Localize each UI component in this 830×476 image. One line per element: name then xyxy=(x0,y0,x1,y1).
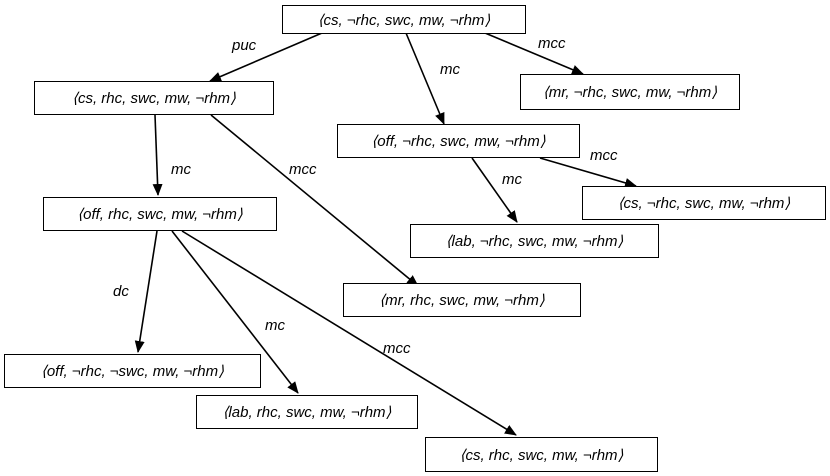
state-node-mr-not-rhc: ⟨mr, ¬rhc, swc, mw, ¬rhm⟩ xyxy=(520,74,740,110)
edge-label-n1-n5: mc xyxy=(171,161,191,178)
edge-label-n0-n3: mc xyxy=(440,61,460,78)
edge-label-n5-n9: mc xyxy=(265,317,285,334)
edge-n0-n1 xyxy=(209,32,323,82)
edge-label-n3-n4: mcc xyxy=(590,147,618,164)
state-node-off-rhc: ⟨off, rhc, swc, mw, ¬rhm⟩ xyxy=(43,197,277,231)
edge-label-n5-n8: dc xyxy=(113,283,129,300)
edge-n5-n10 xyxy=(181,230,517,436)
edge-label-n0-n1: puc xyxy=(232,37,257,54)
state-node-mr-rhc: ⟨mr, rhc, swc, mw, ¬rhm⟩ xyxy=(343,283,581,317)
edge-n3-n6 xyxy=(471,157,518,223)
edge-label-n3-n6: mc xyxy=(502,171,522,188)
state-node-off-not-rhc: ⟨off, ¬rhc, swc, mw, ¬rhm⟩ xyxy=(337,124,580,158)
edge-label-n1-n7: mcc xyxy=(289,161,317,178)
edge-n0-n2 xyxy=(484,32,584,75)
state-node-off-not-swc: ⟨off, ¬rhc, ¬swc, mw, ¬rhm⟩ xyxy=(4,354,261,388)
edge-n5-n9 xyxy=(171,230,299,394)
state-node-lab-not-rhc: ⟨lab, ¬rhc, swc, mw, ¬rhm⟩ xyxy=(410,224,659,258)
edge-n3-n4 xyxy=(539,157,637,188)
state-node-lab-rhc: ⟨lab, rhc, swc, mw, ¬rhm⟩ xyxy=(196,395,418,429)
edge-label-n0-n2: mcc xyxy=(538,35,566,52)
edge-n5-n8 xyxy=(134,230,158,353)
edge-n1-n7 xyxy=(210,114,419,287)
edge-n1-n5 xyxy=(152,114,163,196)
edge-label-n5-n10: mcc xyxy=(383,340,411,357)
edge-n0-n3 xyxy=(405,32,445,125)
state-node-root: ⟨cs, ¬rhc, swc, mw, ¬rhm⟩ xyxy=(282,5,526,34)
state-node-cs-rhc: ⟨cs, rhc, swc, mw, ¬rhm⟩ xyxy=(34,81,274,115)
state-node-cs-rhc-leaf: ⟨cs, rhc, swc, mw, ¬rhm⟩ xyxy=(425,437,658,472)
state-node-cs-not-rhc: ⟨cs, ¬rhc, swc, mw, ¬rhm⟩ xyxy=(582,186,826,220)
